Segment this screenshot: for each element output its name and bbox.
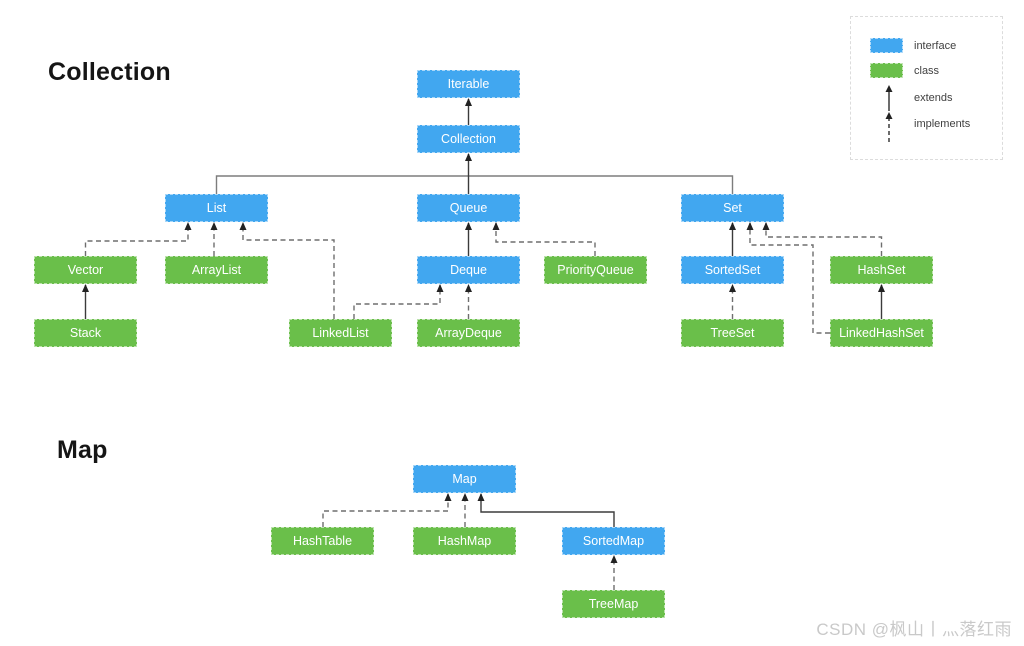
node-deque: Deque <box>417 256 520 284</box>
legend-interface-swatch <box>870 38 903 53</box>
edge-linkedlist-implements-list <box>239 222 335 319</box>
legend-implements-label: implements <box>914 118 971 130</box>
node-stack: Stack <box>34 319 137 347</box>
map-section-title: Map <box>57 436 108 464</box>
edge-sortedmap-extends-map <box>477 493 615 527</box>
edge-priorityqueue-implements-queue <box>492 222 596 256</box>
node-iterable: Iterable <box>417 70 520 98</box>
node-list: List <box>165 194 268 222</box>
node-hashmap: HashMap <box>413 527 516 555</box>
node-arraydeque: ArrayDeque <box>417 319 520 347</box>
legend-extends-arrow-icon <box>885 85 893 111</box>
node-treemap: TreeMap <box>562 590 665 618</box>
node-hashset: HashSet <box>830 256 933 284</box>
node-linkedlist: LinkedList <box>289 319 392 347</box>
legend-implements-arrow-icon <box>885 112 893 142</box>
legend-interface-label: interface <box>914 40 957 52</box>
edge-linkedhashset-implements-set <box>746 222 830 334</box>
node-hashtable: HashTable <box>271 527 374 555</box>
legend: interface class extends implements <box>850 16 1003 160</box>
edge-branch-collection-children <box>215 175 734 194</box>
node-arraylist: ArrayList <box>165 256 268 284</box>
node-collection: Collection <box>417 125 520 153</box>
legend-extends-label: extends <box>914 92 953 104</box>
node-sortedmap: SortedMap <box>562 527 665 555</box>
edge-linkedlist-implements-deque <box>353 284 444 319</box>
node-priorityqueue: PriorityQueue <box>544 256 647 284</box>
legend-class-swatch <box>870 63 903 78</box>
node-sortedset: SortedSet <box>681 256 784 284</box>
node-vector: Vector <box>34 256 137 284</box>
legend-class-label: class <box>914 65 940 77</box>
edge-hashset-implements-set <box>762 222 883 256</box>
edge-vector-implements-list <box>84 222 192 256</box>
collection-section-title: Collection <box>48 58 171 86</box>
node-linkedhashset: LinkedHashSet <box>830 319 933 347</box>
edge-hashtable-implements-map <box>322 493 452 527</box>
node-queue: Queue <box>417 194 520 222</box>
node-set: Set <box>681 194 784 222</box>
watermark: CSDN @枫山丨灬落红雨 <box>816 620 1012 639</box>
node-treeset: TreeSet <box>681 319 784 347</box>
node-map: Map <box>413 465 516 493</box>
